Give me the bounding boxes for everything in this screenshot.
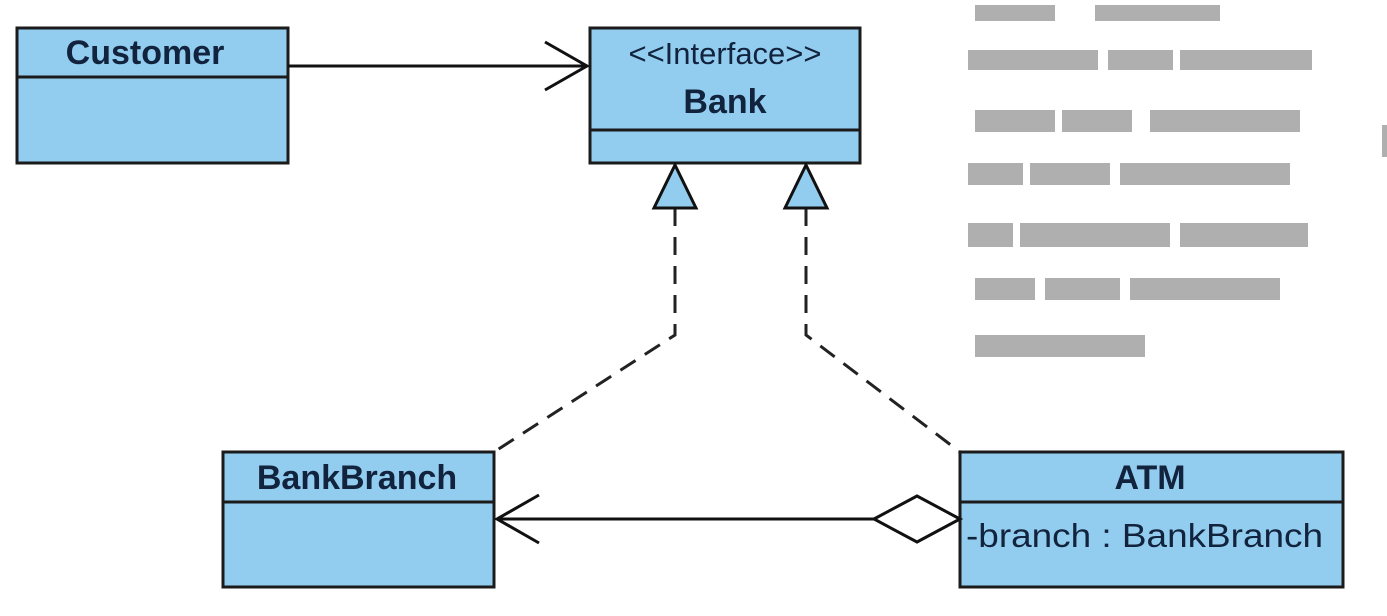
realization-triangle-icon xyxy=(651,161,699,210)
realization-triangle-icon xyxy=(782,161,830,210)
class-atm[interactable]: ATM -branch : BankBranch xyxy=(958,450,1345,589)
aggregation-diamond-icon xyxy=(870,494,964,544)
realization-bankbranch-bank[interactable] xyxy=(493,161,699,454)
class-bankbranch-box xyxy=(221,450,496,589)
class-bankbranch[interactable]: BankBranch xyxy=(221,450,496,589)
class-atm-attribute: -branch : BankBranch xyxy=(966,517,1323,554)
class-customer-box xyxy=(15,26,290,165)
pixelated-text-block xyxy=(968,5,1387,357)
realization-dashed-line xyxy=(804,208,961,454)
class-bank-box xyxy=(588,26,862,165)
realization-atm-bank[interactable] xyxy=(782,161,961,454)
association-customer-bank[interactable] xyxy=(288,40,591,92)
realization-dashed-line xyxy=(493,208,677,454)
class-bankbranch-name: BankBranch xyxy=(257,459,457,497)
class-customer-name: Customer xyxy=(66,34,225,72)
class-atm-name: ATM xyxy=(1114,459,1185,497)
class-bank-stereotype: <<Interface>> xyxy=(628,36,821,71)
class-bank-name: Bank xyxy=(683,83,766,121)
open-arrowhead-icon xyxy=(544,40,591,92)
class-customer[interactable]: Customer xyxy=(15,26,290,165)
class-bank[interactable]: <<Interface>> Bank xyxy=(588,26,862,165)
open-arrowhead-icon xyxy=(493,493,540,545)
class-atm-box xyxy=(958,450,1345,589)
aggregation-atm-bankbranch[interactable] xyxy=(493,493,964,545)
